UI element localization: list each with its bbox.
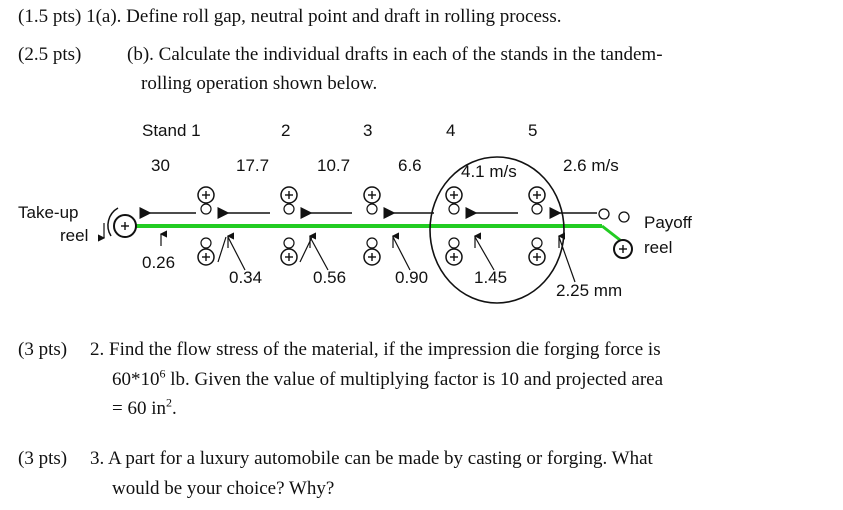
speed-4: 6.6: [398, 156, 422, 175]
q1b-line2: rolling operation shown below.: [141, 73, 378, 94]
thickness-1: 0.26: [142, 253, 176, 272]
thickness-5: 1.45: [474, 268, 508, 287]
q2-points: (3 pts): [18, 339, 68, 360]
speed-2: 17.7: [236, 156, 270, 175]
stand-label-3: 3: [363, 121, 373, 140]
takeup-label-line1: Take-up: [18, 203, 79, 222]
thickness-6: 2.25 mm: [556, 281, 623, 300]
speed-3: 10.7: [317, 156, 351, 175]
stand-label-2: 2: [281, 121, 291, 140]
payoff-roll-icon: [598, 208, 610, 220]
speed-1: 30: [151, 156, 170, 175]
q1b-line1: (b). Calculate the individual drafts in …: [127, 44, 663, 65]
q1b-points: (2.5 pts): [18, 44, 82, 65]
stand-label-1: Stand 1: [142, 121, 201, 140]
q3-line2: would be your choice? Why?: [112, 478, 335, 499]
q3-line1: 3. A part for a luxury automobile can be…: [90, 448, 653, 469]
stand-label-5: 5: [528, 121, 538, 140]
q2-line1: 2. Find the flow stress of the material,…: [90, 339, 661, 360]
speed-6: 2.6 m/s: [563, 156, 619, 175]
payoff-label-line2: reel: [644, 238, 673, 257]
q1a-points: (1.5 pts): [18, 6, 82, 27]
thickness-3: 0.56: [313, 268, 347, 287]
q3-points: (3 pts): [18, 448, 68, 469]
thickness-4: 0.90: [395, 268, 429, 287]
stand-label-4: 4: [446, 121, 456, 140]
takeup-label-line2: reel: [60, 226, 89, 245]
question-1a: (1.5 pts) 1(a). Define roll gap, neutral…: [18, 6, 561, 28]
q2-line3: = 60 in2.: [112, 395, 177, 419]
q1a-text: 1(a). Define roll gap, neutral point and…: [86, 6, 562, 27]
q2-line2: 60*106 lb. Given the value of multiplyin…: [112, 366, 664, 390]
speed-5: 4.1 m/s: [461, 162, 517, 181]
payoff-label-line1: Payoff: [644, 213, 692, 232]
highlight-ellipse: [429, 156, 565, 304]
thickness-2: 0.34: [229, 268, 263, 287]
strip-line-end: [601, 224, 621, 242]
